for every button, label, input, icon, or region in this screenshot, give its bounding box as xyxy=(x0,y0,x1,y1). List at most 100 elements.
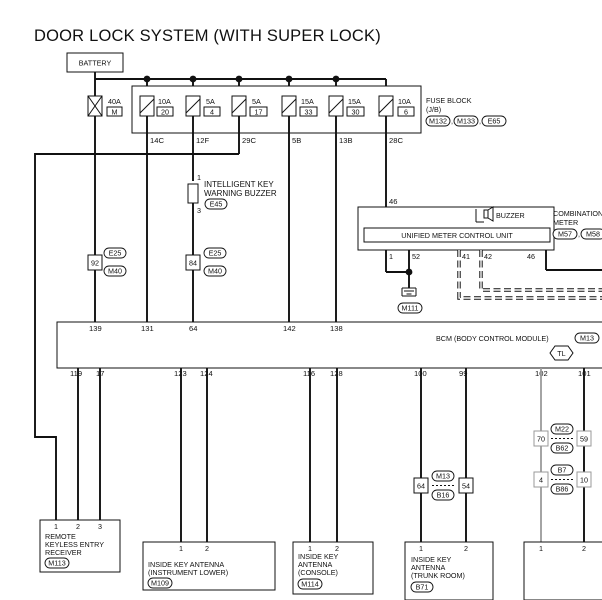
bcm-outline xyxy=(56,321,602,369)
svg-text:INSIDE KEY: INSIDE KEY xyxy=(298,552,339,561)
svg-text:B7: B7 xyxy=(558,466,567,475)
svg-text:INSIDE KEY ANTENNA: INSIDE KEY ANTENNA xyxy=(148,560,224,569)
svg-text:M58: M58 xyxy=(586,230,600,239)
svg-text:42: 42 xyxy=(484,252,492,261)
warning-buzzer-connector: E45 xyxy=(210,200,223,209)
unified-meter-unit xyxy=(363,227,551,243)
svg-text:84: 84 xyxy=(189,259,197,268)
svg-text:2: 2 xyxy=(464,544,468,553)
svg-text:1: 1 xyxy=(197,173,201,182)
fuse-block-outline xyxy=(131,85,422,134)
joint-connector-84: E25 84 M40 xyxy=(185,247,227,277)
svg-text:2: 2 xyxy=(335,544,339,553)
terminal-label: 13B xyxy=(339,136,353,145)
joint-connector-b7-b86: 4 10 B7 B86 xyxy=(533,464,592,495)
fuse-number: 33 xyxy=(305,108,313,117)
fuse-amp: 10A xyxy=(398,97,411,106)
svg-text:REMOTE: REMOTE xyxy=(45,532,76,541)
ground-connector: M111 xyxy=(402,304,419,313)
svg-text:RECEIVER: RECEIVER xyxy=(45,548,82,557)
fuse-block-connectors: M132 , M133 , E65 xyxy=(425,115,507,127)
fuse-block-label: FUSE BLOCK xyxy=(426,96,472,105)
svg-text:64: 64 xyxy=(417,482,425,491)
inside-key-antenna-console: 1 2 INSIDE KEY ANTENNA (CONSOLE) M114 xyxy=(292,541,374,595)
svg-text:131: 131 xyxy=(141,324,154,333)
fuse-amp: 10A xyxy=(158,97,171,106)
svg-text:46: 46 xyxy=(527,252,535,261)
svg-text:INSIDE KEY: INSIDE KEY xyxy=(411,555,452,564)
svg-text:1: 1 xyxy=(389,252,393,261)
fuse-number: 6 xyxy=(404,108,408,117)
fuse-number: 20 xyxy=(161,108,169,117)
diagram-title: DOOR LOCK SYSTEM (WITH SUPER LOCK) xyxy=(34,27,381,45)
svg-text:ANTENNA: ANTENNA xyxy=(298,560,333,569)
warning-buzzer-label-2: WARNING BUZZER xyxy=(204,189,277,198)
fuse-amp: 5A xyxy=(206,97,215,106)
svg-text:E25: E25 xyxy=(209,249,222,258)
fuse-number: 4 xyxy=(210,108,214,117)
joint-connector-m22-b62: 70 59 M22 B62 xyxy=(533,423,592,454)
svg-text:M40: M40 xyxy=(108,267,122,276)
svg-text:M22: M22 xyxy=(555,425,569,434)
fuse-15a-33 xyxy=(281,95,297,117)
warning-buzzer-label: INTELLIGENT KEY xyxy=(204,180,274,189)
fuse-number: 30 xyxy=(352,108,360,117)
terminal-label: 12F xyxy=(196,136,209,145)
svg-text:3: 3 xyxy=(197,206,201,215)
svg-text:M113: M113 xyxy=(48,559,65,568)
svg-text:2: 2 xyxy=(205,544,209,553)
svg-text:54: 54 xyxy=(462,482,470,491)
terminal-label: 28C xyxy=(389,136,403,145)
fuse-number: 17 xyxy=(255,108,263,117)
svg-text:TL: TL xyxy=(557,349,565,358)
svg-text:E65: E65 xyxy=(488,117,501,126)
remote-keyless-entry-receiver: 1 2 3 REMOTE KEYLESS ENTRY RECEIVER M113 xyxy=(39,519,121,573)
meter-buzzer-icon xyxy=(475,206,494,223)
svg-text:B86: B86 xyxy=(556,485,569,494)
bcm-connector: M13 xyxy=(580,334,594,343)
svg-text:B16: B16 xyxy=(437,491,450,500)
svg-text:139: 139 xyxy=(89,324,102,333)
fuse-number: M xyxy=(112,108,118,117)
svg-text:142: 142 xyxy=(283,324,296,333)
svg-text:64: 64 xyxy=(189,324,197,333)
svg-text:1: 1 xyxy=(419,544,423,553)
inside-key-antenna-trunk-room: 1 2 INSIDE KEY ANTENNA (TRUNK ROOM) B71 xyxy=(404,541,494,600)
svg-text:70: 70 xyxy=(537,435,545,444)
fuse-amp: 40A xyxy=(108,97,121,106)
meter-buzzer-label: BUZZER xyxy=(496,211,525,220)
svg-text:1: 1 xyxy=(54,522,58,531)
combination-meter-label-2: METER xyxy=(553,218,578,227)
svg-text:ANTENNA: ANTENNA xyxy=(411,563,446,572)
fuse-amp: 5A xyxy=(252,97,261,106)
svg-text:M132: M132 xyxy=(429,117,447,126)
svg-text:1: 1 xyxy=(308,544,312,553)
bcm-label: BCM (BODY CONTROL MODULE) xyxy=(436,334,549,343)
svg-text:M13: M13 xyxy=(436,472,450,481)
svg-text:41: 41 xyxy=(462,252,470,261)
svg-text:92: 92 xyxy=(91,259,99,268)
svg-text:M133: M133 xyxy=(457,117,475,126)
svg-text:(INSTRUMENT LOWER): (INSTRUMENT LOWER) xyxy=(148,568,228,577)
svg-text:2: 2 xyxy=(582,544,586,553)
fuse-10a-20 xyxy=(139,95,155,117)
svg-text:M109: M109 xyxy=(151,579,169,588)
fusible-link-40a xyxy=(87,95,103,117)
fuse-amp: 15A xyxy=(348,97,361,106)
svg-text:10: 10 xyxy=(580,476,588,485)
svg-text:,: , xyxy=(451,117,453,126)
svg-text:M40: M40 xyxy=(208,267,222,276)
svg-text:,: , xyxy=(578,230,580,239)
terminal-label: 5B xyxy=(292,136,301,145)
fuse-5a-4 xyxy=(185,95,201,117)
svg-text:(TRUNK ROOM): (TRUNK ROOM) xyxy=(411,571,465,580)
wire-29c xyxy=(34,153,239,520)
svg-text:99: 99 xyxy=(459,369,467,378)
svg-text:B62: B62 xyxy=(556,444,569,453)
svg-text:46: 46 xyxy=(389,197,397,206)
svg-text:1: 1 xyxy=(539,544,543,553)
combination-meter-label: COMBINATION xyxy=(553,209,602,218)
svg-text:3: 3 xyxy=(98,522,102,531)
svg-text:4: 4 xyxy=(539,476,543,485)
